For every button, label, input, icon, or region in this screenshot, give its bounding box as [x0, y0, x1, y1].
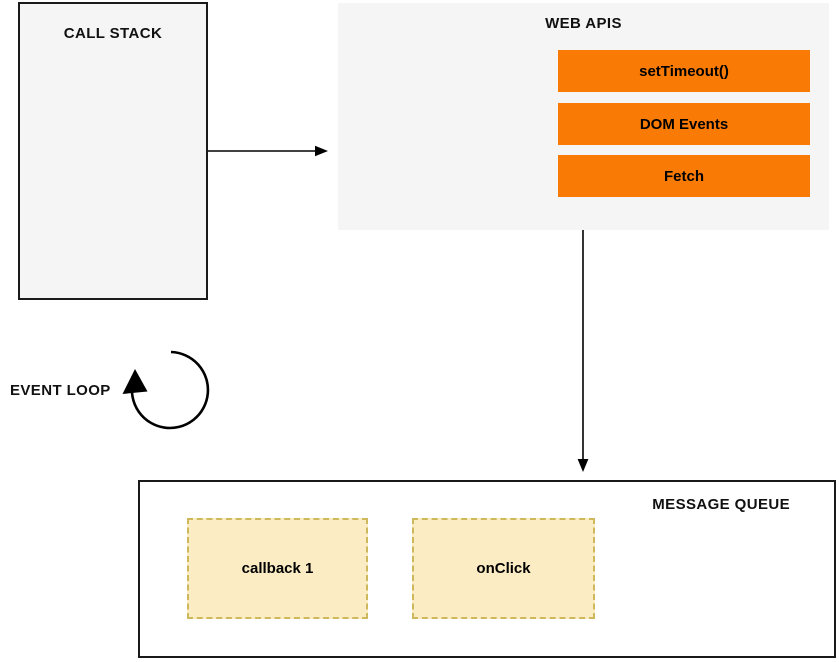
- web-apis-title: WEB APIS: [545, 15, 622, 32]
- api-box-dom-events: DOM Events: [558, 103, 810, 145]
- call-stack-title: CALL STACK: [63, 25, 163, 42]
- queue-box-callback1: callback 1: [187, 518, 368, 619]
- web-apis-panel: WEB APIS setTimeout() DOM Events Fetch: [338, 3, 829, 230]
- api-box-settimeout: setTimeout(): [558, 50, 810, 92]
- call-stack-panel: CALL STACK: [18, 2, 208, 300]
- arrow-call-stack-to-web-apis: [208, 145, 328, 157]
- message-queue-title: MESSAGE QUEUE: [652, 496, 790, 513]
- arrow-web-apis-to-message-queue: [577, 230, 589, 472]
- api-box-fetch: Fetch: [558, 155, 810, 197]
- queue-box-onclick: onClick: [412, 518, 595, 619]
- event-loop-label: EVENT LOOP: [10, 382, 111, 399]
- event-loop-cycle-icon: [122, 350, 210, 430]
- message-queue-panel: MESSAGE QUEUE callback 1 onClick: [138, 480, 836, 658]
